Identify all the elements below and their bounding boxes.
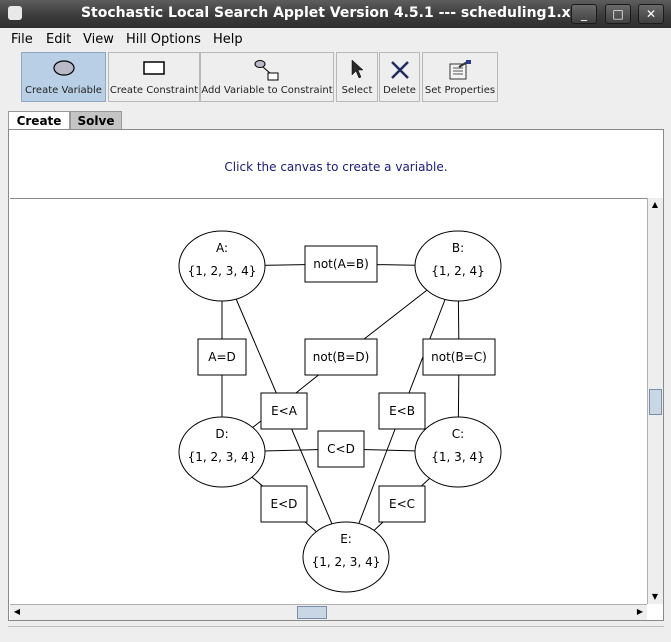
constraint-node-AB[interactable]: not(A=B) [304,245,378,283]
constraint-label: not(B=D) [313,350,370,364]
menu-file[interactable]: File [11,32,33,47]
select-label: Select [341,85,373,96]
variable-domain: {1, 2, 3, 4} [188,264,257,278]
add-variable-to-constraint-button[interactable]: Add Variable to Constraint [200,52,334,102]
scroll-down-icon[interactable]: ▼ [651,592,659,601]
constraint-node-BC[interactable]: not(B=C) [422,338,496,376]
variable-name: A: [216,241,228,255]
close-icon[interactable]: ✕ [638,4,664,24]
create-constraint-label: Create Constraint [109,85,199,96]
variable-domain: {1, 2, 4} [431,264,484,278]
select-button[interactable]: Select [336,52,378,102]
constraint-graph[interactable]: A: {1, 2, 3, 4} B: {1, 2, 4} C: {1, 3, 4} D: {1… [10,199,647,605]
scroll-left-icon[interactable]: ◀ [13,607,21,616]
delete-button[interactable]: Delete [379,52,420,102]
constraint-label: A=D [208,350,236,364]
constraint-label: E<D [271,497,298,511]
variable-domain: {1, 2, 3, 4} [312,555,381,569]
rectangle-icon [143,61,165,75]
variable-domain: {1, 3, 4} [431,450,484,464]
variable-node-A[interactable]: A: {1, 2, 3, 4} [178,230,266,302]
create-variable-label: Create Variable [25,85,102,96]
constraint-node-BD[interactable]: not(B=D) [304,338,378,376]
content-panel: Click the canvas to create a variable. A… [8,129,664,621]
horizontal-scroll-thumb[interactable] [297,606,327,619]
ellipse-icon [52,60,75,76]
constraint-node-ED[interactable]: E<D [260,485,308,523]
constraint-label: not(B=C) [431,350,487,364]
variable-node-B[interactable]: B: {1, 2, 4} [414,230,502,302]
variable-node-D[interactable]: D: {1, 2, 3, 4} [178,416,266,488]
constraint-node-EA[interactable]: E<A [260,392,308,430]
set-properties-button[interactable]: Set Properties [422,52,498,102]
constraint-node-EB[interactable]: E<B [378,392,426,430]
variable-node-E[interactable]: E: {1, 2, 3, 4} [302,521,390,593]
vertical-scrollbar[interactable]: ▲ ▼ [647,198,663,604]
tab-solve[interactable]: Solve [70,111,122,130]
vertical-scroll-thumb[interactable] [649,389,662,415]
constraint-label: E<B [389,404,415,418]
delete-label: Delete [383,85,416,96]
variable-name: D: [215,427,228,441]
graph-canvas[interactable]: A: {1, 2, 3, 4} B: {1, 2, 4} C: {1, 3, 4} D: {1… [10,198,647,605]
variable-name: B: [452,241,464,255]
variable-domain: {1, 2, 3, 4} [188,450,257,464]
constraint-label: not(A=B) [313,257,369,271]
create-constraint-button[interactable]: Create Constraint [108,52,200,102]
menu-edit[interactable]: Edit [46,32,72,47]
add-variable-label: Add Variable to Constraint [201,85,333,96]
maximize-icon[interactable]: □ [605,4,631,24]
constraint-node-CD[interactable]: C<D [317,430,365,468]
window-title: Stochastic Local Search Applet Version 4… [80,5,591,21]
pointer-icon [351,59,364,79]
delete-x-icon [390,61,409,79]
horizontal-scrollbar[interactable]: ◀ ▶ [10,604,647,620]
scroll-up-icon[interactable]: ▲ [651,200,659,209]
constraint-node-AD[interactable]: A=D [197,338,247,376]
constraint-node-EC[interactable]: E<C [378,485,426,523]
menu-view[interactable]: View [83,32,114,47]
toolbar: Create Variable Create Constraint Add Va… [7,50,665,106]
menu-help[interactable]: Help [213,32,243,47]
properties-icon [449,60,471,80]
menu-hill-options[interactable]: Hill Options [126,32,201,47]
constraint-label: E<A [271,404,298,418]
constraint-label: E<C [389,497,415,511]
menu-bar: File Edit View Hill Options Help [0,28,671,50]
instruction-message: Click the canvas to create a variable. [224,160,448,174]
tab-create[interactable]: Create [8,111,70,130]
java-app-icon [8,6,22,20]
status-bar [8,626,664,635]
variable-node-C[interactable]: C: {1, 3, 4} [414,416,502,488]
minimize-icon[interactable]: _ [571,4,597,24]
window-titlebar[interactable]: Stochastic Local Search Applet Version 4… [0,0,671,28]
set-properties-label: Set Properties [424,85,496,96]
scroll-right-icon[interactable]: ▶ [636,607,644,616]
connect-icon [254,60,279,81]
constraint-label: C<D [327,442,355,456]
create-variable-button[interactable]: Create Variable [21,52,106,102]
variable-name: E: [340,532,352,546]
variable-name: C: [452,427,464,441]
